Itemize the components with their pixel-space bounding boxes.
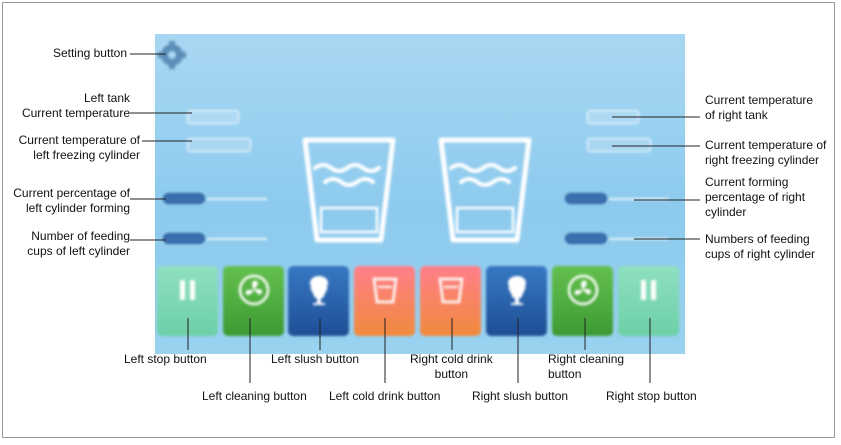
- callout-line-2: of right tank: [705, 108, 768, 122]
- left-forming-track: [207, 198, 267, 200]
- callout-line-1: Current forming: [705, 175, 789, 189]
- left-cold-drink-button[interactable]: [354, 266, 415, 336]
- callout-line-2: cups of right cylinder: [705, 247, 816, 261]
- callout-line-1: Left tank: [83, 91, 130, 105]
- fan-icon: [565, 272, 601, 308]
- left-cylinder-temp-display: [187, 138, 251, 152]
- left-stop-button[interactable]: [157, 266, 218, 336]
- callout-line-1: Number of feeding: [31, 229, 130, 243]
- machine-screen: [155, 34, 685, 354]
- pause-icon: [170, 272, 206, 308]
- setting-button-callout: Setting button: [52, 46, 127, 60]
- callout-line-1: Current temperature: [705, 93, 814, 107]
- left-cups-callout: Number of feeding cups of left cylinder: [27, 229, 130, 259]
- right-cold-drink-button-callout: Right cold drink button: [410, 352, 493, 382]
- left-tank-temp-display: [187, 110, 239, 124]
- left-stop-button-callout: Left stop button: [124, 352, 207, 366]
- callout-line-1: Right cold drink: [410, 352, 493, 366]
- slush-cup-icon: [499, 272, 535, 308]
- right-tank-temp-callout: Current temperature of right tank: [705, 93, 813, 123]
- left-cleaning-button-callout: Left cleaning button: [202, 389, 307, 403]
- callout-line-2: button: [434, 367, 469, 381]
- left-hopper-cup-icon: [301, 136, 397, 244]
- right-cups-pill: [565, 233, 607, 244]
- right-forming-pill: [565, 193, 607, 204]
- left-forming-pill: [163, 193, 205, 204]
- callout-line-2: left freezing cylinder: [33, 148, 140, 162]
- callout-line-1: Numbers of feeding: [705, 232, 810, 246]
- left-cups-pill: [163, 233, 205, 244]
- callout-line-2: left cylinder forming: [25, 201, 130, 215]
- right-cups-track: [609, 238, 669, 240]
- cold-drink-icon: [367, 272, 403, 308]
- right-cylinder-temp-callout: Current temperature of right freezing cy…: [705, 138, 826, 168]
- gear-icon[interactable]: [158, 41, 186, 69]
- callout-line-1: Current percentage of: [13, 186, 130, 200]
- right-stop-button[interactable]: [618, 266, 679, 336]
- left-slush-button[interactable]: [288, 266, 349, 336]
- right-cylinder-temp-display: [587, 138, 651, 152]
- left-cleaning-button[interactable]: [223, 266, 284, 336]
- right-cold-drink-button[interactable]: [420, 266, 481, 336]
- right-slush-button-callout: Right slush button: [472, 389, 569, 403]
- callout-line-2: cups of left cylinder: [27, 244, 130, 258]
- left-cylinder-temp-callout: Current temperature of left freezing cyl…: [19, 133, 140, 163]
- right-forming-track: [609, 198, 669, 200]
- right-tank-temp-display: [587, 110, 639, 124]
- left-forming-callout: Current percentage of left cylinder form…: [13, 186, 130, 216]
- right-forming-callout: Current forming percentage of right cyli…: [705, 175, 805, 220]
- left-slush-button-callout: Left slush button: [271, 352, 360, 366]
- screen-content: [155, 34, 685, 354]
- callout-line-2: Current temperature: [21, 106, 130, 120]
- callout-line-1: Current temperature of: [18, 133, 140, 147]
- left-tank-temp-callout: Left tank Current temperature: [22, 91, 130, 121]
- right-cleaning-button[interactable]: [552, 266, 613, 336]
- right-cleaning-button-callout: Right cleaning button: [548, 352, 624, 382]
- right-hopper-cup-icon: [437, 136, 533, 244]
- right-slush-button[interactable]: [486, 266, 547, 336]
- callout-line-3: cylinder: [705, 205, 747, 219]
- slush-cup-icon: [301, 272, 337, 308]
- right-stop-button-callout: Right stop button: [606, 389, 697, 403]
- left-cups-track: [207, 238, 267, 240]
- callout-line-1: Right cleaning: [548, 352, 625, 366]
- pause-icon: [631, 272, 667, 308]
- callout-line-2: button: [548, 367, 582, 381]
- callout-line-2: right freezing cylinder: [705, 153, 820, 167]
- cold-drink-icon: [433, 272, 469, 308]
- right-cups-callout: Numbers of feeding cups of right cylinde…: [705, 232, 815, 262]
- callout-line-1: Current temperature of: [705, 138, 827, 152]
- fan-icon: [236, 272, 272, 308]
- callout-line-2: percentage of right: [705, 190, 806, 204]
- left-cold-drink-button-callout: Left cold drink button: [329, 389, 441, 403]
